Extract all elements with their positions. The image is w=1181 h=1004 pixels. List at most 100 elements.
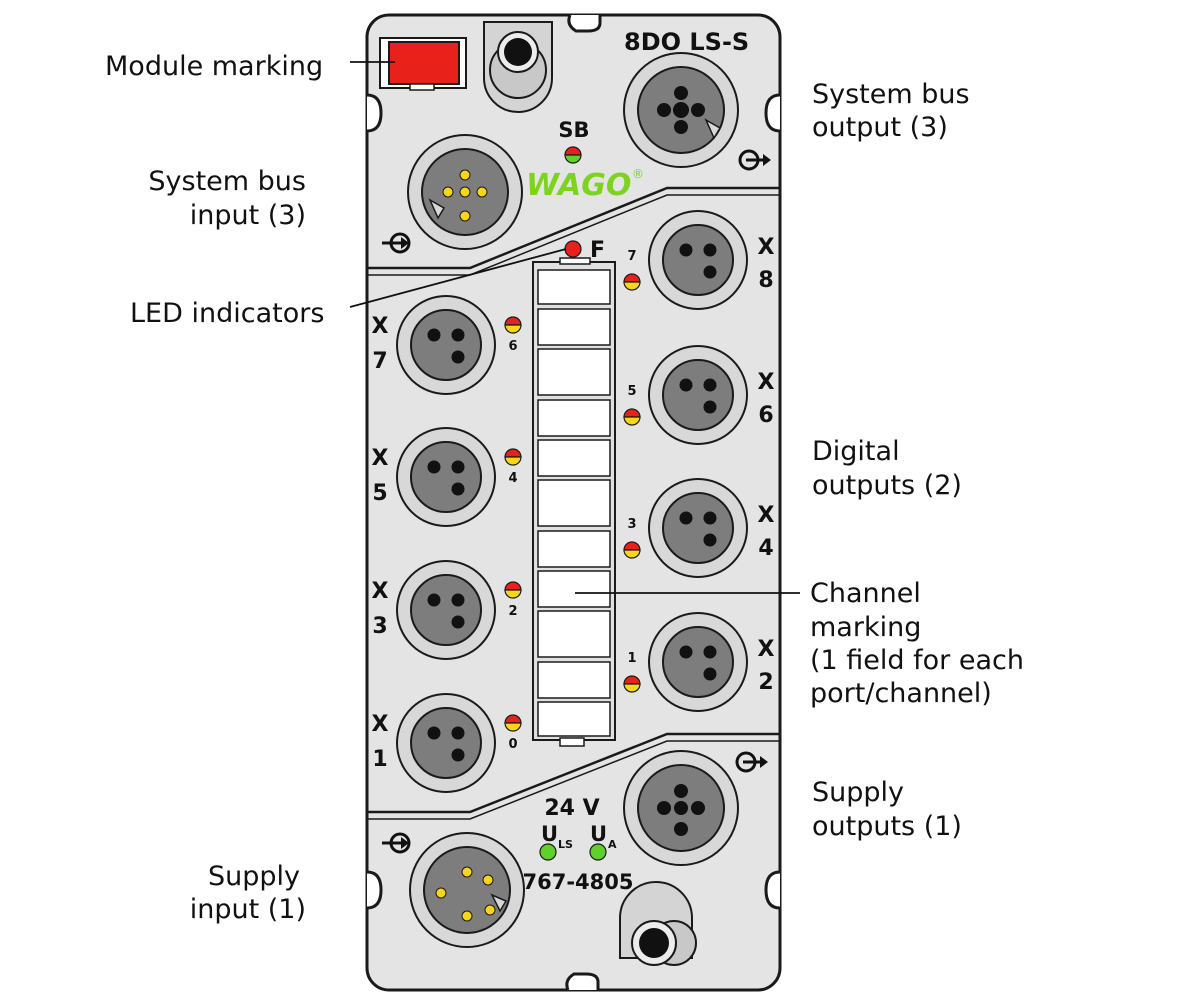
callout-system-bus-output: System bus output (3) xyxy=(812,79,970,143)
port-letter: X xyxy=(758,503,775,528)
input-arrow-icon xyxy=(382,232,411,254)
registered-mark: ® xyxy=(632,167,644,181)
port-letter: X xyxy=(372,446,389,471)
channel-marking-strip xyxy=(532,257,616,747)
port-x7: 6 X 7 xyxy=(372,295,522,395)
port-x5: 4 X 5 xyxy=(372,427,522,527)
callout-supply-input: Supply input (1) xyxy=(190,861,306,925)
channel-number: 4 xyxy=(508,471,517,486)
supply-input-arrow-icon xyxy=(382,832,411,854)
channel-number: 5 xyxy=(627,384,636,399)
channel-number: 2 xyxy=(508,604,517,619)
channel-led xyxy=(504,448,522,466)
ua-led xyxy=(589,843,607,861)
svg-text:input (3): input (3) xyxy=(190,200,306,231)
ua-label-sub: A xyxy=(608,838,617,851)
output-arrow-icon xyxy=(738,149,771,171)
callout-supply-outputs: Supply outputs (1) xyxy=(812,777,962,842)
channel-led xyxy=(504,714,522,732)
svg-text:System bus: System bus xyxy=(812,79,970,110)
callout-led-indicators: LED indicators xyxy=(130,298,324,329)
svg-text:Channel: Channel xyxy=(810,578,921,609)
port-x3: 2 X 3 xyxy=(372,560,522,660)
article-number: 767-4805 xyxy=(523,870,634,894)
system-bus-input-connector xyxy=(407,134,523,250)
port-x1: 0 X 1 xyxy=(372,693,522,793)
channel-led xyxy=(623,675,641,693)
module-marking-label xyxy=(379,37,467,91)
svg-text:input (1): input (1) xyxy=(190,894,306,925)
m8-connector xyxy=(648,345,748,445)
voltage-label: 24 V xyxy=(544,796,599,821)
m8-connector xyxy=(648,210,748,310)
channel-number: 6 xyxy=(508,339,517,354)
supply-output-connector xyxy=(623,750,739,866)
svg-text:port/channel): port/channel) xyxy=(810,678,992,709)
svg-text:Supply: Supply xyxy=(208,861,300,892)
top-screw xyxy=(483,21,553,113)
callout-digital-outputs: Digital outputs (2) xyxy=(812,436,962,501)
svg-text:outputs (1): outputs (1) xyxy=(812,811,962,842)
callout-leaders xyxy=(349,61,800,594)
m8-connector xyxy=(396,427,496,527)
port-x2: 1 X 2 xyxy=(623,612,775,712)
channel-marking-field xyxy=(537,348,611,396)
uls-label: U xyxy=(541,822,558,846)
port-number: 7 xyxy=(372,349,387,374)
port-number: 1 xyxy=(372,747,387,772)
m8-connector xyxy=(648,478,748,578)
port-letter: X xyxy=(372,712,389,737)
supply-input-connector xyxy=(409,832,525,948)
m8-connector xyxy=(648,612,748,712)
svg-text:marking: marking xyxy=(810,612,921,643)
port-x6: 5 X 6 xyxy=(623,345,775,445)
port-number: 4 xyxy=(758,536,773,561)
bottom-screw xyxy=(619,881,697,966)
channel-number: 1 xyxy=(627,651,636,666)
svg-text:output (3): output (3) xyxy=(812,112,948,143)
ua-label: U xyxy=(590,822,607,846)
port-letter: X xyxy=(758,637,775,662)
channel-led xyxy=(504,316,522,334)
channel-marking-field xyxy=(537,308,611,346)
channel-marking-field xyxy=(537,661,611,699)
port-x8: 7 X 8 xyxy=(623,210,775,310)
wago-logo: WAGO ® xyxy=(526,167,644,203)
channel-number: 7 xyxy=(627,249,636,264)
supply-output-arrow-icon xyxy=(735,751,768,773)
svg-text:Supply: Supply xyxy=(812,777,904,808)
fault-led xyxy=(564,240,582,258)
port-letter: X xyxy=(758,235,775,260)
brand-wordmark: WAGO xyxy=(526,168,631,203)
callout-system-bus-input: System bus input (3) xyxy=(148,166,306,231)
port-number: 3 xyxy=(372,614,387,639)
channel-marking-field xyxy=(537,530,611,568)
system-bus-output-connector xyxy=(623,52,739,168)
channel-marking-field xyxy=(537,610,611,658)
port-number: 2 xyxy=(758,670,773,695)
port-number: 6 xyxy=(758,403,773,428)
m8-connector xyxy=(396,295,496,395)
m8-connector xyxy=(396,560,496,660)
channel-number: 3 xyxy=(627,517,636,532)
svg-text:outputs (2): outputs (2) xyxy=(812,470,962,501)
model-label: 8DO LS-S xyxy=(624,28,749,56)
svg-text:System bus: System bus xyxy=(148,166,306,197)
port-number: 8 xyxy=(758,268,773,293)
channel-led xyxy=(504,581,522,599)
sb-led-label: SB xyxy=(558,118,589,142)
svg-text:Module marking: Module marking xyxy=(105,51,323,82)
port-letter: X xyxy=(372,579,389,604)
port-number: 5 xyxy=(372,481,387,506)
channel-marking-field xyxy=(537,479,611,527)
channel-number: 0 xyxy=(508,737,517,752)
channel-marking-field xyxy=(537,570,611,608)
channel-marking-field xyxy=(537,439,611,477)
port-letter: X xyxy=(372,314,389,339)
port-letter: X xyxy=(758,370,775,395)
channel-led xyxy=(623,408,641,426)
channel-marking-field xyxy=(537,701,611,737)
